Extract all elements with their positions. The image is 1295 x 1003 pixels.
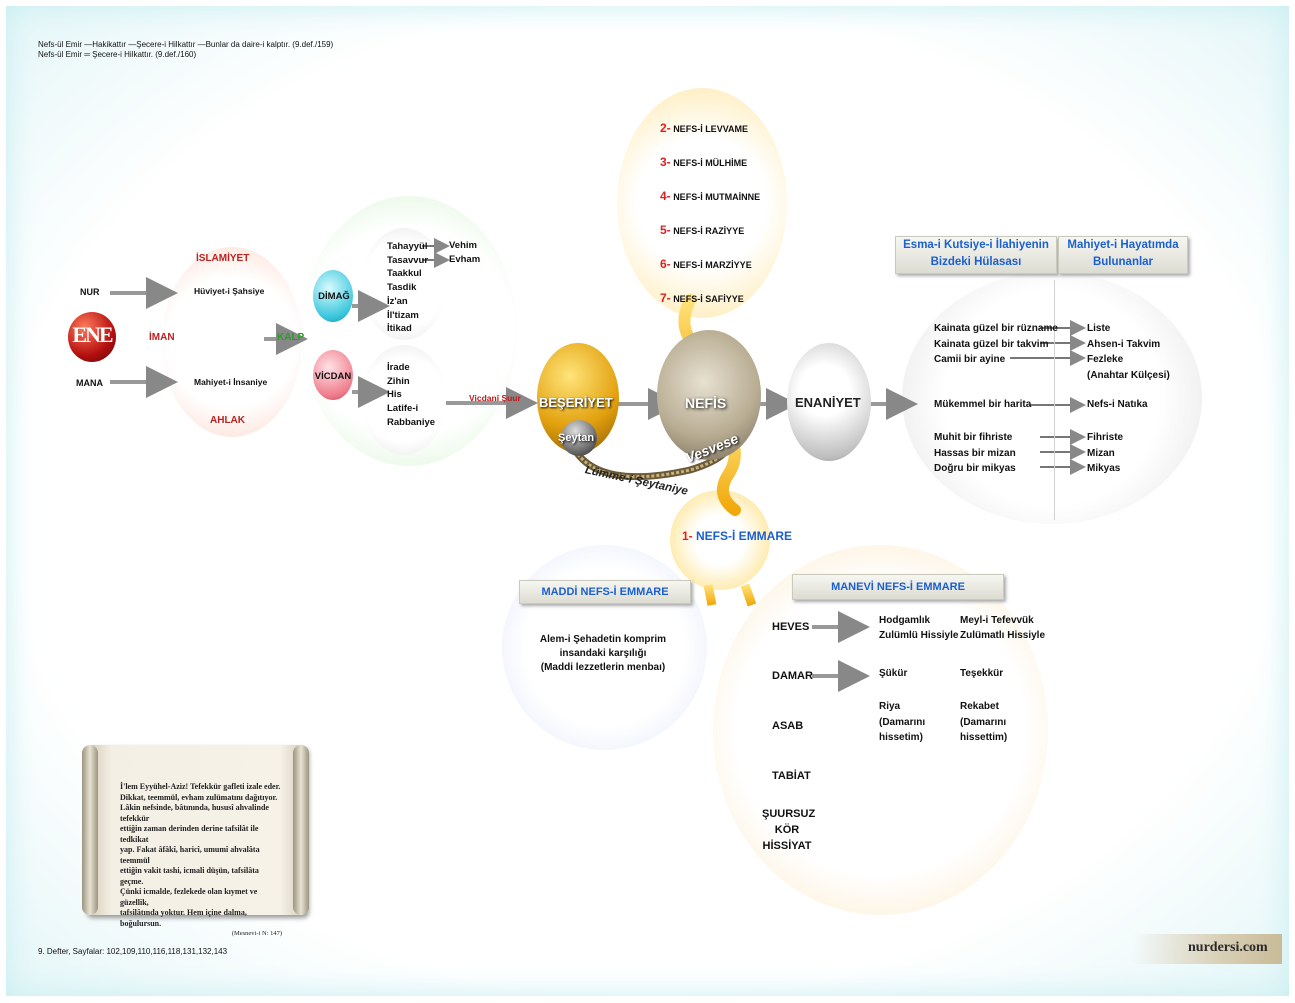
vicdan-item: Zihin [387, 375, 410, 387]
quote-scroll [85, 745, 307, 915]
islamiyet-label: İSLAMİYET [196, 253, 250, 264]
banner-esma: Esma-i Kutsiye-i İlahiyenin Bizdeki Hüla… [895, 236, 1057, 274]
esma-list-top: Kainata güzel bir rüzname Kainata güzel … [934, 321, 1058, 368]
right-divider [1054, 280, 1055, 520]
tabiat-label: TABİAT [772, 770, 811, 782]
esma-list-bottom: Muhit bir fihriste Hassas bir mizan Doğr… [934, 430, 1016, 477]
suursuz-kor-hissiyat: ŞUURSUZ KÖR HİSSİYAT [762, 808, 816, 852]
footer-pages: 9. Defter, Sayfalar: 102,109,110,116,118… [38, 947, 228, 956]
esma-item: Camii bir ayine [934, 354, 1006, 365]
banner-mahiyet: Mahiyet-i Hayatımda Bulunanlar [1058, 236, 1188, 274]
banner-maddi: MADDİ NEFS-İ EMMARE [519, 580, 691, 604]
dimag-item: Tasavvur [387, 254, 429, 266]
nefs-level-item: 3- NEFS-İ MÜLHİME [660, 155, 748, 169]
dimag-list: Tahayyül Tasavvur Taakkul Tasdik İz'an İ… [387, 240, 428, 336]
kalp-label: KALP [277, 332, 305, 343]
esma-item: Hassas bir mizan [934, 447, 1016, 459]
nefis-label: NEFİS [685, 395, 727, 411]
nur-label: NUR [80, 287, 100, 297]
emmare-circle [670, 490, 770, 590]
dimag-sphere [313, 270, 353, 322]
nefs-level-item: 2- NEFS-İ LEVVAME [660, 121, 749, 135]
scroll-text: İ'lem Eyyühel-Aziz! Tefekkür gafleti iza… [120, 782, 282, 937]
maddi-text: Alem-i Şehadetin komprim insandaki karşı… [539, 634, 667, 673]
nefs-level-item: 7- NEFS-İ SAFİYYE [660, 291, 744, 305]
seytan-sphere [561, 420, 597, 456]
mana-label: MANA [76, 378, 103, 388]
dimag-label: DİMAĞ [318, 291, 350, 302]
sukur-label: Şükür [879, 668, 908, 679]
heves-col1: Hodgamlık Zulümlü Hissiyle [879, 615, 959, 641]
nefs-level-item: 6- NEFS-İ MARZİYYE [660, 257, 752, 271]
dimag-item: Tasdik [387, 282, 417, 294]
vicdani-suur-label: Vicdanî Şuur [469, 393, 521, 403]
banner-manevi: MANEVİ NEFS-İ EMMARE [792, 574, 1004, 600]
dimag-item: Tahayyül [387, 241, 428, 252]
damar-label: DAMAR [772, 670, 813, 682]
nefs-emmare-label: 1- NEFS-İ EMMARE [682, 529, 793, 543]
heves-label: HEVES [772, 621, 810, 633]
enaniyet-label: ENANİYET [795, 395, 861, 410]
nefis-sphere [657, 330, 761, 460]
dimag-item: İl'tizam [387, 309, 419, 321]
right-big-circle [902, 272, 1202, 524]
nefs-levels-circle [617, 88, 787, 318]
scroll-right-roll [293, 745, 309, 915]
iman-label: İMAN [149, 332, 175, 343]
nefs-level-item: 4- NEFS-İ MUTMAİNNE [660, 189, 761, 203]
ene-label: ENE [72, 322, 113, 347]
vicdan-item: Latife-i [387, 403, 419, 415]
vicdan-item: His [387, 389, 402, 401]
asab-label: ASAB [772, 720, 804, 732]
mahiyet-item: Ahsen-i Takvim [1087, 338, 1161, 350]
dimag-item: Taakkul [387, 268, 422, 280]
header-line-2: Nefs-ül Emir ═ Şecere-i Hilkattır. (9.de… [38, 50, 197, 59]
heves-col2: Meyl-i Tefevvük Zulümatlı Hissiyle [960, 615, 1046, 641]
tesekkur-label: Teşekkür [960, 668, 1004, 679]
mahiyet-item: Fezleke [1087, 354, 1124, 365]
huviyet-label: Hüviyet-i Şahsiye [194, 286, 265, 296]
mahiyet-list-top: Liste Ahsen-i Takvim Fezleke (Anahtar Kü… [1087, 321, 1170, 383]
vicdan-item: İrade [387, 362, 410, 373]
manevi-circle [713, 545, 1048, 915]
mahiyet-item: Mikyas [1087, 463, 1121, 474]
beseriyet-label: BEŞERİYET [539, 395, 613, 410]
vicdan-list: İrade Zihin His Latife-i Rabbaniye [387, 361, 435, 430]
vicdan-item: Rabbaniye [387, 416, 436, 428]
mahiyet-item: Mizan [1087, 447, 1115, 459]
mahiyet-item: Fihriste [1087, 432, 1124, 443]
esma-item: Muhit bir fihriste [934, 432, 1013, 443]
mahiyet-item: (Anahtar Külçesi) [1087, 369, 1170, 381]
enaniyet-sphere [787, 343, 871, 461]
brand-ribbon [1132, 934, 1282, 964]
dimag-item: İz'an [387, 295, 408, 307]
esma-item: Mükemmel bir harita [934, 399, 1032, 410]
esma-item: Kainata güzel bir takvim [934, 338, 1049, 350]
mahiyet-label: Mahiyet-i İnsaniye [194, 377, 268, 387]
dimag-item: İtikad [387, 323, 412, 335]
esma-item: Doğru bir mikyas [934, 463, 1016, 474]
mahiyet-item: Nefs-i Natıka [1087, 399, 1148, 410]
maddi-circle [502, 545, 707, 750]
mahiyet-list-bottom: Fihriste Mizan Mikyas [1087, 430, 1123, 477]
asab-col2: Rekabet (Damarını hissettim) [960, 701, 1008, 743]
ahlak-label: AHLAK [210, 415, 245, 426]
asab-col1: Riya (Damarını hissetim) [879, 701, 926, 743]
mahiyet-item: Liste [1087, 323, 1111, 334]
scroll-left-roll [82, 745, 98, 915]
brand-link[interactable]: nurdersi.com [1188, 940, 1268, 955]
vicdan-sphere [313, 350, 353, 400]
nefs-level-item: 5- NEFS-İ RAZİYYE [660, 223, 745, 237]
ene-sphere [68, 312, 116, 362]
vehim-label: Vehim [449, 240, 477, 251]
esma-item: Kainata güzel bir rüzname [934, 323, 1058, 334]
vicdan-label: VİCDAN [314, 371, 352, 382]
nefs-levels-list: 2- NEFS-İ LEVVAME 3- NEFS-İ MÜLHİME 4- N… [660, 112, 760, 316]
seytan-label: Şeytan [558, 432, 595, 444]
evham-label: Evham [449, 254, 481, 265]
header-line-1: Nefs-ül Emir —Hakikattır —Şecere-i Hilka… [38, 40, 334, 49]
